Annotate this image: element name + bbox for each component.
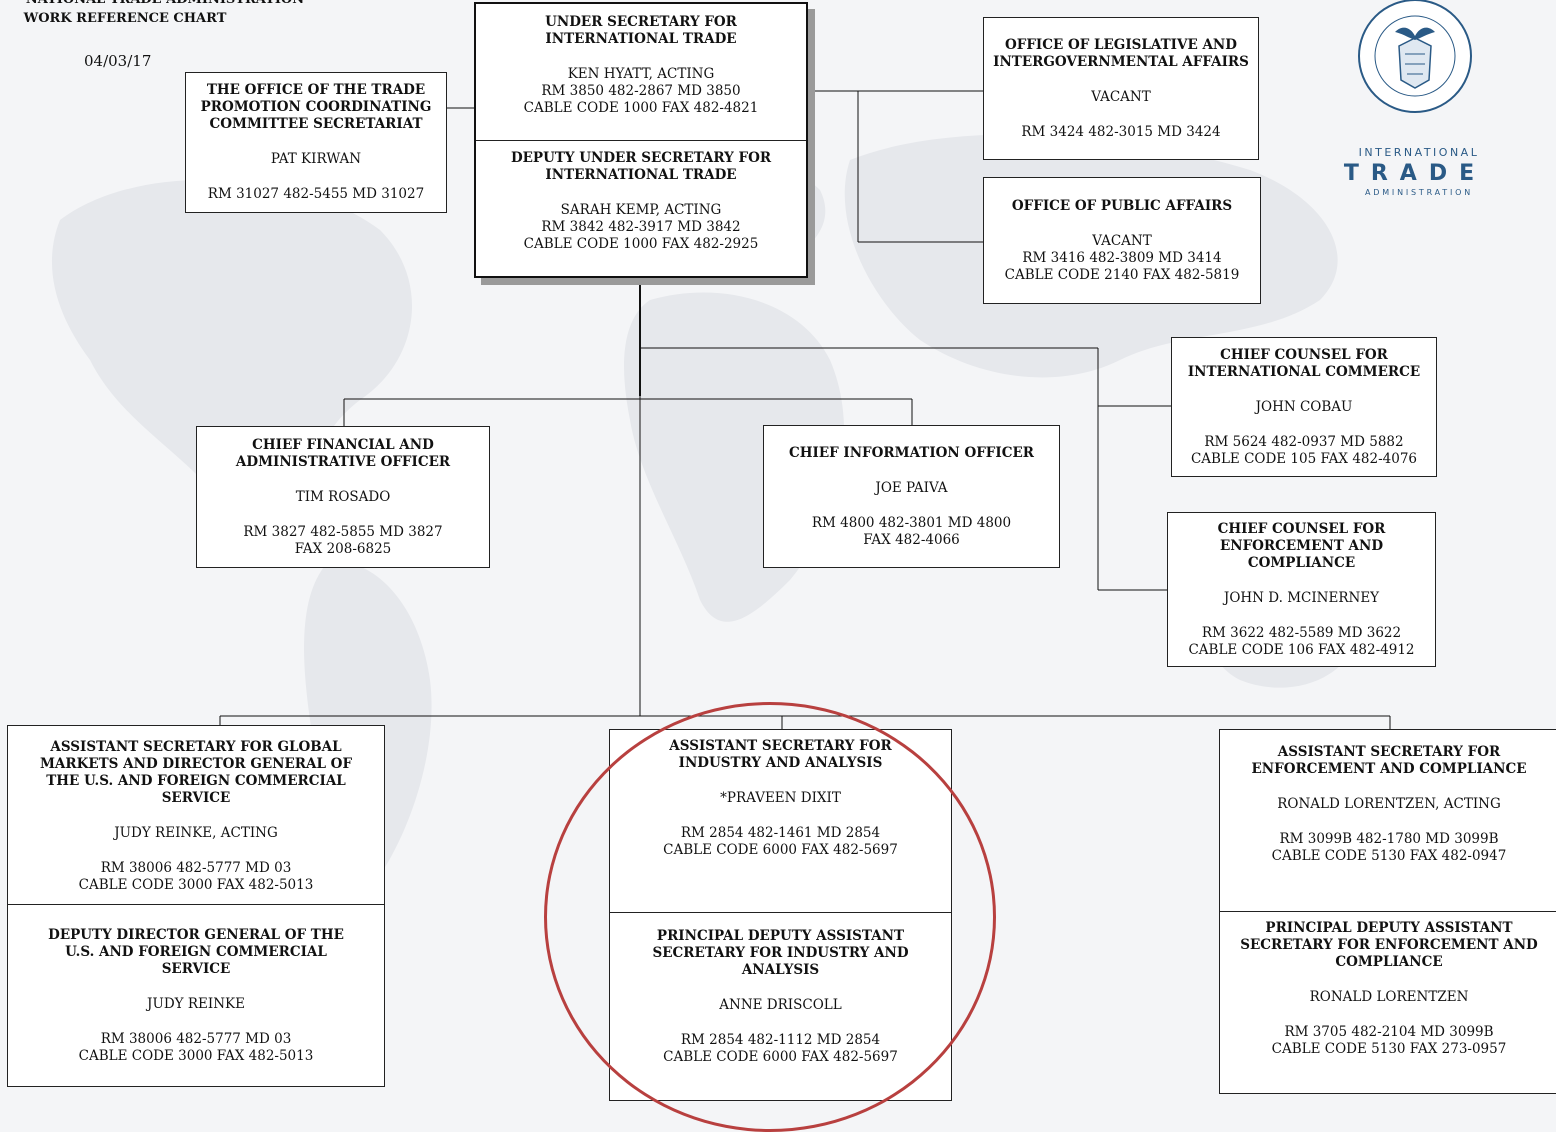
- tpcc-person: PAT KIRWAN: [270, 151, 362, 167]
- under-secretary-person: KEN HYATT, ACTING: [567, 66, 715, 82]
- deputy-under-secretary-contact2: CABLE CODE 1000 FAX 482-2925: [523, 236, 759, 252]
- chief-counsel-ec-box: CHIEF COUNSEL FOR ENFORCEMENT AND COMPLI…: [1167, 512, 1436, 667]
- global-markets-contact1: RM 38006 482-5777 MD 03: [100, 859, 292, 876]
- box-divider: [1220, 911, 1556, 912]
- org-chart-connectors: [219, 90, 1391, 730]
- chief-counsel-ec-contact2: CABLE CODE 106 FAX 482-4912: [1188, 641, 1415, 658]
- cio-contact1: RM 4800 482-3801 MD 4800: [811, 514, 1012, 531]
- public-affairs-contact2: CABLE CODE 2140 FAX 482-5819: [1004, 266, 1240, 283]
- enforcement-compliance-deputy-contact1: RM 3705 482-2104 MD 3099B: [1284, 1024, 1494, 1040]
- global-markets-contact2: CABLE CODE 3000 FAX 482-5013: [78, 876, 314, 893]
- cfo-contact1: RM 3827 482-5855 MD 3827: [243, 523, 443, 540]
- chief-counsel-ic-title: CHIEF COUNSEL FOR INTERNATIONAL COMMERCE: [1187, 346, 1421, 380]
- chief-counsel-ec-person: JOHN D. MCINERNEY: [1223, 589, 1380, 606]
- under-secretary-contact2: CABLE CODE 1000 FAX 482-4821: [523, 100, 759, 116]
- tpcc-box: THE OFFICE OF THE TRADE PROMOTION COORDI…: [185, 72, 447, 213]
- public-affairs-person: VACANT: [1092, 232, 1152, 249]
- under-secretary-contact1: RM 3850 482-2867 MD 3850: [541, 83, 741, 99]
- highlight-circle: [544, 702, 996, 1132]
- global-markets-title: ASSISTANT SECRETARY FOR GLOBAL MARKETS A…: [39, 738, 353, 806]
- enforcement-compliance-deputy-section: PRINCIPAL DEPUTY ASSISTANT SECRETARY FOR…: [1220, 920, 1556, 1090]
- under-secretary-title: UNDER SECRETARY FOR INTERNATIONAL TRADE: [545, 14, 737, 47]
- legislative-affairs-box: OFFICE OF LEGISLATIVE AND INTERGOVERNMEN…: [983, 17, 1259, 160]
- chief-counsel-ic-contact2: CABLE CODE 105 FAX 482-4076: [1190, 450, 1418, 467]
- enforcement-compliance-section: ASSISTANT SECRETARY FOR ENFORCEMENT AND …: [1220, 744, 1556, 904]
- ita-logo-line3: ADMINISTRATION: [1364, 188, 1474, 197]
- box-divider: [476, 140, 806, 141]
- chief-counsel-ic-person: JOHN COBAU: [1255, 398, 1353, 415]
- chart-date: 04/03/17: [84, 52, 152, 70]
- enforcement-compliance-deputy-contact2: CABLE CODE 5130 FAX 273-0957: [1271, 1041, 1507, 1057]
- global-markets-deputy-contact2: CABLE CODE 3000 FAX 482-5013: [78, 1048, 314, 1064]
- legislative-affairs-contact1: RM 3424 482-3015 MD 3424: [1021, 123, 1221, 140]
- deputy-under-secretary-person: SARAH KEMP, ACTING: [560, 202, 722, 218]
- chief-counsel-ec-contact1: RM 3622 482-5589 MD 3622: [1201, 624, 1402, 641]
- cfo-title: CHIEF FINANCIAL AND ADMINISTRATIVE OFFIC…: [235, 436, 451, 470]
- chart-header-line2: WORK REFERENCE CHART: [23, 11, 227, 26]
- global-markets-box: ASSISTANT SECRETARY FOR GLOBAL MARKETS A…: [7, 725, 385, 1087]
- deputy-under-secretary-section: DEPUTY UNDER SECRETARY FOR INTERNATIONAL…: [476, 150, 806, 274]
- chief-counsel-ic-contact1: RM 5624 482-0937 MD 5882: [1204, 433, 1404, 450]
- under-secretary-section: UNDER SECRETARY FOR INTERNATIONAL TRADE …: [476, 14, 806, 140]
- cio-person: JOE PAIVA: [875, 479, 948, 496]
- global-markets-deputy-section: DEPUTY DIRECTOR GENERAL OF THE U.S. AND …: [8, 910, 384, 1082]
- global-markets-deputy-contact1: RM 38006 482-5777 MD 03: [100, 1031, 292, 1047]
- public-affairs-title: OFFICE OF PUBLIC AFFAIRS: [1011, 197, 1233, 214]
- chief-counsel-ec-title: CHIEF COUNSEL FOR ENFORCEMENT AND COMPLI…: [1217, 520, 1386, 571]
- global-markets-person: JUDY REINKE, ACTING: [114, 824, 278, 841]
- global-markets-deputy-title: DEPUTY DIRECTOR GENERAL OF THE U.S. AND …: [48, 927, 344, 977]
- enforcement-compliance-box: ASSISTANT SECRETARY FOR ENFORCEMENT AND …: [1219, 729, 1556, 1094]
- cio-contact2: FAX 482-4066: [863, 531, 960, 548]
- cfo-contact2: FAX 208-6825: [294, 540, 392, 557]
- cfo-box: CHIEF FINANCIAL AND ADMINISTRATIVE OFFIC…: [196, 426, 490, 568]
- global-markets-deputy-person: JUDY REINKE: [147, 996, 245, 1012]
- department-of-commerce-seal-icon: [1358, 0, 1472, 113]
- enforcement-compliance-contact1: RM 3099B 482-1780 MD 3099B: [1279, 831, 1499, 847]
- ita-logo-line2: TRADE: [1343, 161, 1487, 186]
- enforcement-compliance-person: RONALD LORENTZEN, ACTING: [1277, 796, 1501, 812]
- cio-box: CHIEF INFORMATION OFFICER JOE PAIVA RM 4…: [763, 425, 1060, 568]
- ita-logo: INTERNATIONAL TRADE ADMINISTRATION: [1340, 0, 1490, 200]
- chart-header-line1: NATIONAL TRADE ADMINISTRATION: [0, 0, 330, 8]
- tpcc-contact1: RM 31027 482-5455 MD 31027: [207, 186, 425, 202]
- public-affairs-contact1: RM 3416 482-3809 MD 3414: [1022, 249, 1222, 266]
- tpcc-title: THE OFFICE OF THE TRADE PROMOTION COORDI…: [200, 82, 432, 132]
- enforcement-compliance-title: ASSISTANT SECRETARY FOR ENFORCEMENT AND …: [1251, 744, 1527, 777]
- under-secretary-box: UNDER SECRETARY FOR INTERNATIONAL TRADE …: [474, 2, 808, 278]
- deputy-under-secretary-title: DEPUTY UNDER SECRETARY FOR INTERNATIONAL…: [510, 150, 772, 183]
- chief-counsel-ic-box: CHIEF COUNSEL FOR INTERNATIONAL COMMERCE…: [1171, 337, 1437, 477]
- enforcement-compliance-contact2: CABLE CODE 5130 FAX 482-0947: [1271, 848, 1507, 864]
- legislative-affairs-title: OFFICE OF LEGISLATIVE AND INTERGOVERNMEN…: [993, 36, 1249, 70]
- cio-title: CHIEF INFORMATION OFFICER: [789, 444, 1034, 461]
- enforcement-compliance-deputy-title: PRINCIPAL DEPUTY ASSISTANT SECRETARY FOR…: [1240, 920, 1538, 970]
- box-divider: [8, 904, 384, 905]
- cfo-person: TIM ROSADO: [295, 488, 391, 505]
- global-markets-section: ASSISTANT SECRETARY FOR GLOBAL MARKETS A…: [8, 730, 384, 902]
- enforcement-compliance-deputy-person: RONALD LORENTZEN: [1309, 989, 1469, 1005]
- public-affairs-box: OFFICE OF PUBLIC AFFAIRS VACANT RM 3416 …: [983, 177, 1261, 304]
- deputy-under-secretary-contact1: RM 3842 482-3917 MD 3842: [541, 219, 741, 235]
- legislative-affairs-person: VACANT: [1091, 88, 1151, 105]
- ita-logo-line1: INTERNATIONAL: [1358, 146, 1480, 159]
